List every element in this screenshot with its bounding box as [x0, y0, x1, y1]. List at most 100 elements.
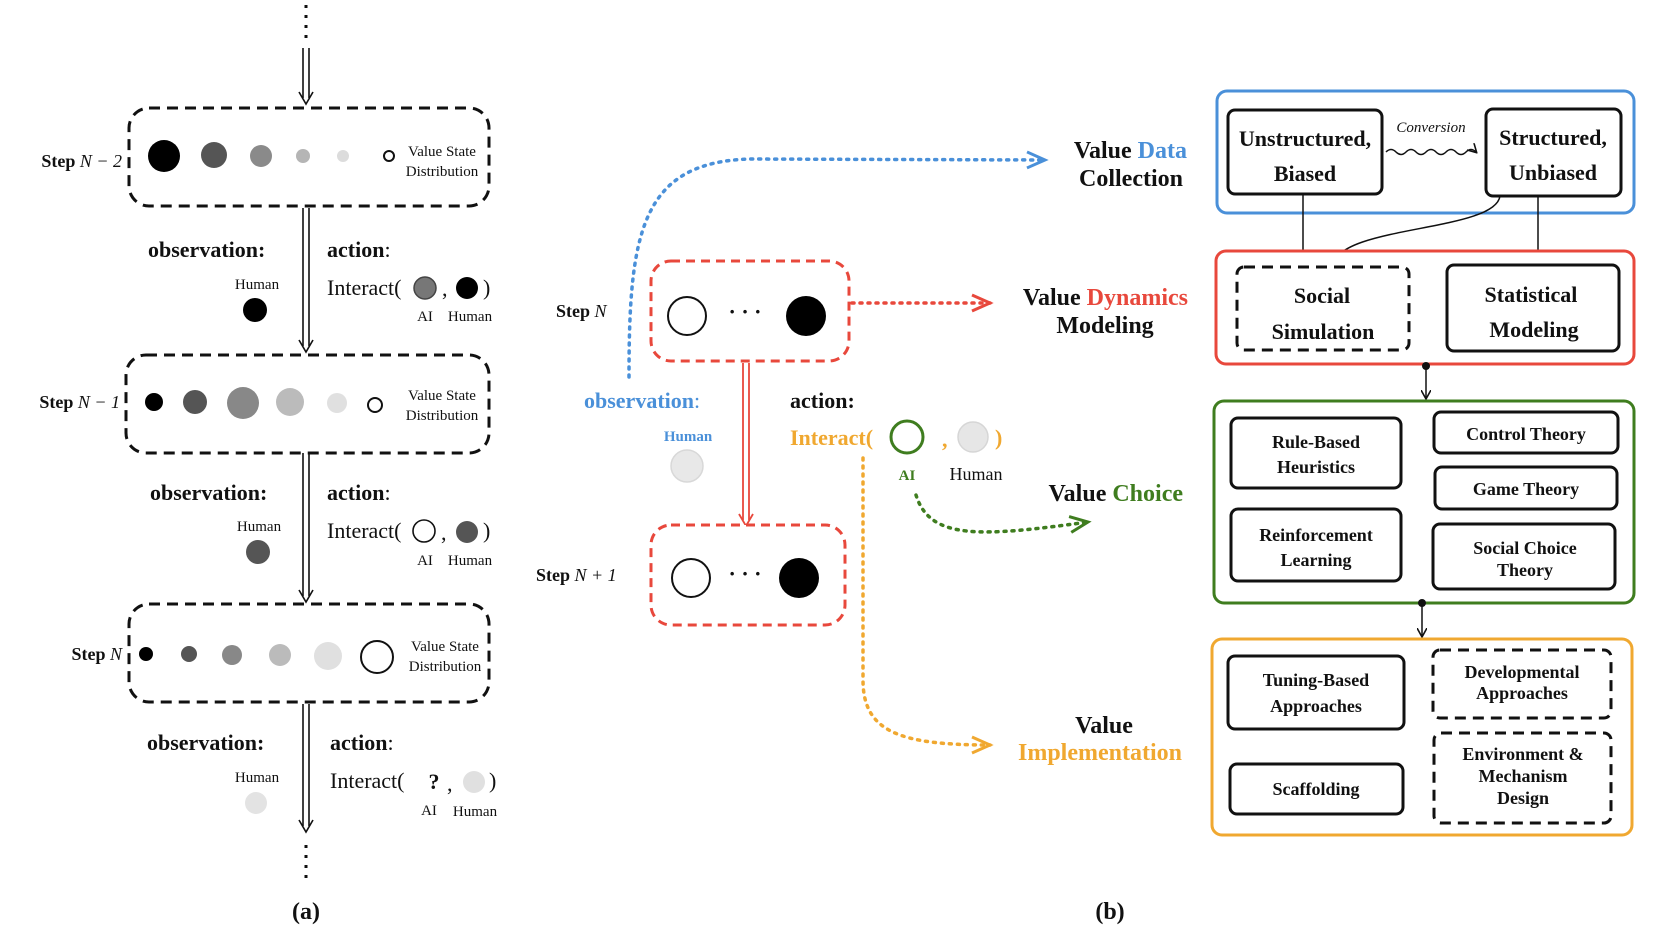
state-circle	[367, 397, 383, 413]
structured-label: Structured,	[1499, 125, 1607, 150]
observation-circle	[246, 540, 270, 564]
game-theory-label: Game Theory	[1473, 479, 1579, 499]
ai-action-circle	[412, 519, 436, 543]
state-circle	[148, 140, 180, 172]
step-box-n-minus-1	[124, 353, 491, 455]
state-circle	[139, 647, 153, 661]
step-label-n-minus-1: Step N − 1	[39, 392, 120, 412]
state-circle	[250, 145, 272, 167]
human-small-label: Human	[453, 804, 498, 820]
double-arrow-red	[738, 363, 754, 528]
target-value-choice: Value Choice	[1049, 481, 1184, 507]
state-circle	[667, 296, 707, 336]
legend-distribution: Distribution	[406, 164, 479, 180]
arrow-to-data-collection	[627, 150, 1049, 379]
ai-action-circle	[889, 419, 925, 455]
target-data-collection: Value Data	[1074, 138, 1187, 164]
double-arrow-2	[298, 453, 314, 604]
state-circle	[337, 150, 349, 162]
human-label: Human	[235, 770, 280, 786]
box-tuning-based-approaches	[1226, 654, 1406, 731]
interact-label: Interact(	[330, 768, 405, 793]
tuning-based-line2: Approaches	[1270, 696, 1362, 716]
statistical-modeling-line1: Statistical	[1485, 282, 1578, 307]
observation-circle	[243, 298, 267, 322]
box-control-theory	[1432, 410, 1620, 455]
state-circle	[269, 644, 291, 666]
comma: ,	[447, 771, 453, 796]
comma: ,	[442, 276, 448, 301]
step-box-n	[649, 259, 851, 363]
state-circle	[296, 149, 310, 163]
box-developmental-approaches	[1431, 648, 1613, 720]
step-label-n: Step N	[71, 644, 123, 664]
box-unstructured-biased	[1226, 108, 1384, 196]
close-paren: )	[489, 768, 496, 793]
close-paren: )	[483, 275, 490, 300]
state-circle	[145, 393, 163, 411]
tuning-based-line1: Tuning-Based	[1263, 670, 1369, 690]
box-structured-unbiased	[1484, 107, 1623, 198]
box-scaffolding	[1228, 762, 1405, 816]
environment-line2: Mechanism	[1479, 766, 1568, 786]
ellipsis: · · ·	[728, 561, 761, 586]
box-environment-mechanism-design	[1432, 731, 1613, 825]
box-statistical-modeling	[1445, 263, 1621, 353]
close-paren: )	[483, 518, 490, 543]
state-circle	[201, 142, 227, 168]
ai-label: AI	[421, 803, 437, 819]
human-label: Human	[237, 519, 282, 535]
observation-circle	[245, 792, 267, 814]
box-game-theory	[1433, 465, 1619, 511]
legend-value-state: Value State	[408, 388, 476, 404]
conversion-arrow	[1385, 150, 1476, 156]
step-box-n-plus-1	[649, 523, 847, 627]
ai-label: AI	[417, 553, 433, 569]
legend-distribution: Distribution	[406, 408, 479, 424]
state-circle	[779, 558, 819, 598]
step-label-n-minus-2: Step N − 2	[41, 151, 122, 171]
developmental-line1: Developmental	[1465, 662, 1580, 682]
action-label: action:	[790, 388, 855, 413]
social-simulation-line1: Social	[1294, 283, 1350, 308]
interact-label: Interact(	[327, 518, 402, 543]
human-action-circle	[463, 771, 485, 793]
unbiased-label: Unbiased	[1509, 160, 1597, 185]
biased-label: Biased	[1274, 161, 1336, 186]
state-circle	[360, 640, 394, 674]
double-arrow-top	[298, 48, 314, 106]
framework-panel: Unstructured, Biased Conversion Structur…	[1210, 89, 1636, 837]
human-small-label: Human	[448, 553, 493, 569]
box-social-choice-theory	[1431, 522, 1617, 591]
target-value-implementation-line1: Value	[1075, 713, 1133, 739]
rule-based-line2: Heuristics	[1277, 457, 1355, 477]
step-label-n-plus-1: Step N + 1	[536, 565, 617, 585]
step-box-n	[127, 602, 491, 704]
state-circle	[327, 393, 347, 413]
action-label: action:	[330, 730, 394, 755]
social-choice-line2: Theory	[1497, 560, 1553, 580]
ellipsis: · · ·	[728, 299, 761, 324]
human-small-label: Human	[950, 464, 1003, 484]
close-paren: )	[995, 425, 1002, 450]
double-arrow-bottom	[298, 704, 314, 834]
arrow-to-value-choice	[914, 493, 1092, 534]
ai-label: AI	[417, 309, 433, 325]
legend-value-state: Value State	[411, 639, 479, 655]
environment-line3: Design	[1497, 788, 1549, 808]
panel-a: Step N − 2 Value State Distribution obse…	[39, 5, 498, 925]
panel-b: Step N · · · observation: Human action: …	[536, 138, 1188, 925]
interact-label: Interact(	[790, 425, 873, 450]
step-label-n: Step N	[556, 301, 608, 321]
box-social-simulation	[1235, 265, 1411, 352]
human-action-circle	[456, 277, 478, 299]
target-value-implementation: Implementation	[1018, 740, 1182, 766]
social-choice-line1: Social Choice	[1473, 538, 1577, 558]
human-action-circle	[957, 421, 989, 453]
interact-label: Interact(	[327, 275, 402, 300]
state-circle	[183, 390, 207, 414]
observation-circle	[670, 449, 704, 483]
comma: ,	[942, 427, 948, 452]
box-reinforcement-learning	[1229, 507, 1403, 583]
